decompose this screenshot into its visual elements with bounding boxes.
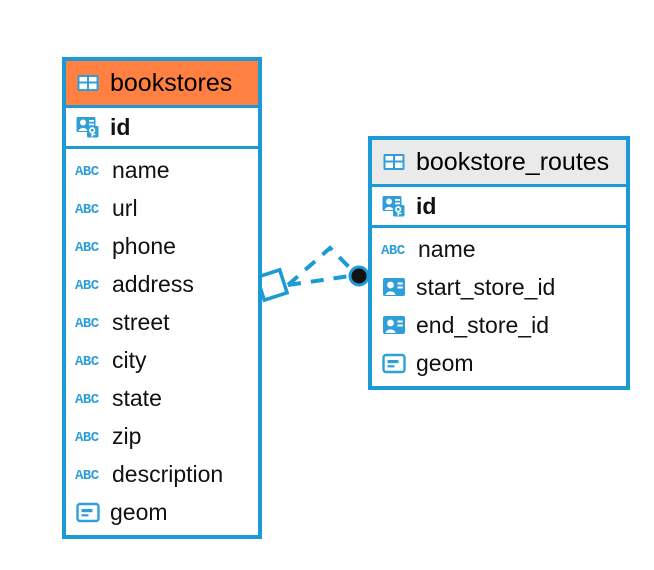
filled-circle-marker	[348, 265, 370, 287]
field-list-bookstore-routes: ABC name start_store_id	[372, 228, 626, 386]
text-abc-icon: ABC	[75, 430, 100, 446]
entity-header-bookstores[interactable]: bookstores	[66, 61, 258, 105]
field-label: street	[112, 308, 170, 335]
field-list-bookstores: ABC name ABC url ABC phone ABC	[66, 149, 258, 535]
text-abc-icon: ABC	[75, 468, 100, 484]
field-row-name[interactable]: ABC name	[66, 151, 258, 189]
text-abc-icon: ABC	[75, 354, 100, 370]
field-label: geom	[110, 498, 168, 525]
field-label: state	[112, 384, 162, 411]
primary-key-section: id	[372, 184, 626, 228]
field-row-address[interactable]: ABC address	[66, 265, 258, 303]
field-label: city	[112, 346, 147, 373]
primary-key-section: id	[66, 105, 258, 149]
table-icon	[383, 154, 405, 170]
relationship-line-branch-2	[286, 245, 359, 287]
text-abc-icon: ABC	[75, 202, 100, 218]
field-label: url	[112, 194, 138, 221]
foreign-key-icon	[383, 316, 405, 334]
field-label: name	[418, 235, 476, 262]
entity-bookstores[interactable]: bookstores id	[62, 57, 262, 539]
geometry-icon	[382, 353, 406, 374]
field-row-state[interactable]: ABC state	[66, 379, 258, 417]
field-label: start_store_id	[416, 273, 556, 300]
field-row-zip[interactable]: ABC zip	[66, 417, 258, 455]
entity-header-bookstore-routes[interactable]: bookstore_routes	[372, 140, 626, 184]
field-row-end-store-id[interactable]: end_store_id	[372, 306, 626, 344]
svg-text:ABC: ABC	[75, 164, 100, 180]
field-label: name	[112, 156, 170, 183]
svg-text:ABC: ABC	[381, 243, 406, 259]
field-row-url[interactable]: ABC url	[66, 189, 258, 227]
field-label: id	[416, 192, 437, 219]
svg-text:ABC: ABC	[75, 278, 100, 294]
field-row-street[interactable]: ABC street	[66, 303, 258, 341]
field-row-description[interactable]: ABC description	[66, 455, 258, 493]
field-row-geom[interactable]: geom	[66, 493, 258, 531]
primary-key-icon	[76, 117, 99, 138]
field-row-geom[interactable]: geom	[372, 344, 626, 382]
geometry-icon	[76, 502, 100, 523]
field-label: zip	[112, 422, 142, 449]
svg-text:ABC: ABC	[75, 392, 100, 408]
field-row-phone[interactable]: ABC phone	[66, 227, 258, 265]
field-row-id[interactable]: id	[66, 108, 258, 146]
text-abc-icon: ABC	[381, 243, 406, 259]
primary-key-icon	[382, 196, 405, 217]
foreign-key-icon	[383, 278, 405, 296]
field-row-name[interactable]: ABC name	[372, 230, 626, 268]
entity-title: bookstore_routes	[416, 147, 610, 176]
text-abc-icon: ABC	[75, 278, 100, 294]
field-row-start-store-id[interactable]: start_store_id	[372, 268, 626, 306]
entity-title: bookstores	[110, 68, 233, 97]
svg-text:ABC: ABC	[75, 430, 100, 446]
table-icon	[77, 75, 99, 91]
text-abc-icon: ABC	[75, 316, 100, 332]
text-abc-icon: ABC	[75, 240, 100, 256]
field-label: address	[112, 270, 194, 297]
svg-text:ABC: ABC	[75, 202, 100, 218]
field-label: description	[112, 460, 224, 487]
svg-text:ABC: ABC	[75, 240, 100, 256]
svg-text:ABC: ABC	[75, 316, 100, 332]
field-label: end_store_id	[416, 311, 549, 338]
text-abc-icon: ABC	[75, 392, 100, 408]
field-label: phone	[112, 232, 176, 259]
text-abc-icon: ABC	[75, 164, 100, 180]
field-row-id[interactable]: id	[372, 187, 626, 225]
entity-bookstore-routes[interactable]: bookstore_routes id	[368, 136, 630, 390]
field-label: geom	[416, 349, 474, 376]
svg-text:ABC: ABC	[75, 468, 100, 484]
relationship-line-branch-1	[287, 273, 358, 287]
field-row-city[interactable]: ABC city	[66, 341, 258, 379]
field-label: id	[110, 113, 131, 140]
svg-text:ABC: ABC	[75, 354, 100, 370]
